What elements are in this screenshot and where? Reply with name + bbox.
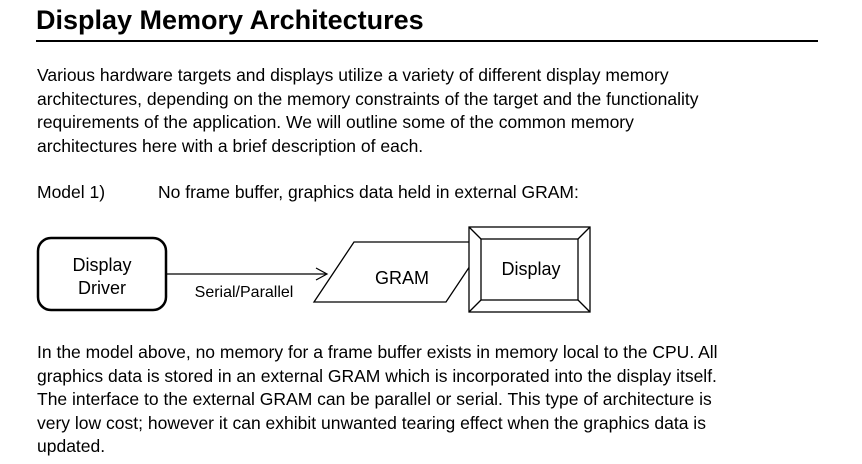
body-line: The interface to the external GRAM can b… [37, 389, 712, 410]
display-outer-frame [468, 226, 591, 313]
model-label: Model 1) [37, 182, 106, 202]
display-bevel-corner [577, 226, 591, 240]
body-line: very low cost; however it can exhibit un… [37, 412, 706, 433]
intro-paragraph: Various hardware targets and displays ut… [37, 64, 699, 158]
display-label: Display [501, 259, 560, 279]
display-driver-label-line1: Display [72, 255, 131, 275]
title-underline [36, 40, 818, 42]
model-description: No frame buffer, graphics data held in e… [158, 182, 579, 202]
intro-line: architectures, depending on the memory c… [37, 88, 699, 109]
intro-line: Various hardware targets and displays ut… [37, 65, 669, 85]
body-line: graphics data is stored in an external G… [37, 365, 717, 386]
page-title: Display Memory Architectures [36, 5, 424, 35]
intro-line: requirements of the application. We will… [37, 112, 634, 133]
serial-parallel-label: Serial/Parallel [195, 284, 294, 301]
display-bevel-corner [468, 299, 482, 313]
intro-line: architectures here with a brief descript… [37, 135, 424, 156]
display-inner-screen [480, 238, 579, 301]
display-driver-box [36, 236, 168, 312]
gram-parallelogram [312, 241, 488, 303]
explanation-paragraph: In the model above, no memory for a fram… [37, 341, 718, 459]
gram-label: GRAM [375, 268, 429, 288]
model-heading: Model 1) No frame buffer, graphics data h… [37, 180, 579, 204]
body-line: In the model above, no memory for a fram… [37, 342, 718, 362]
display-bevel-corner [468, 226, 482, 240]
display-driver-label-line2: Driver [78, 278, 126, 298]
display-bevel-corner [577, 299, 591, 313]
body-line: updated. [37, 436, 106, 457]
arrow-head-icon [315, 267, 329, 281]
